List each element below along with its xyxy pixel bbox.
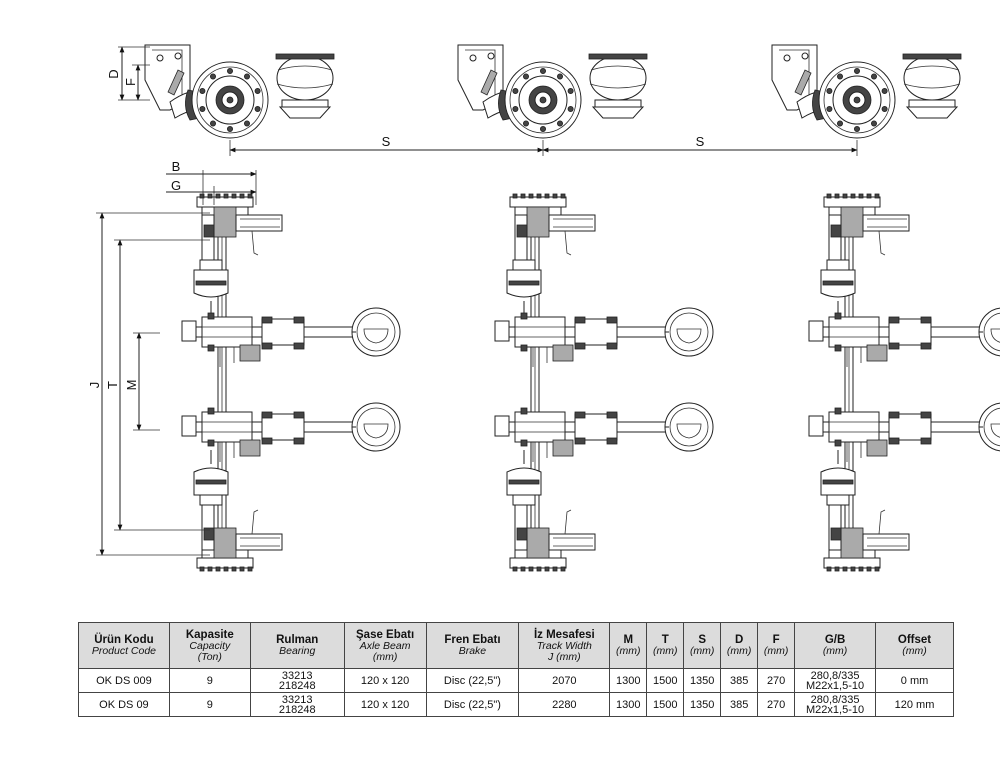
cell-d: 385 [720,692,759,717]
cell-s: 1350 [683,692,722,717]
cell-product-code: OK DS 09 [78,692,170,717]
dimension-j-label: J [87,382,102,389]
cell-m: 1300 [609,668,648,693]
dimension-j-t-m: J T M [87,212,210,556]
dimension-m-label: M [124,380,139,391]
cell-f: 270 [757,692,796,717]
header-f: F(mm) [757,622,796,669]
dimension-f-label: F [123,78,138,86]
axle-technical-drawing: D F S S B G J T M [87,44,1000,600]
cell-product-code: OK DS 009 [78,668,170,693]
dimension-b-g: B G [166,159,257,205]
cell-capacity: 9 [168,668,251,693]
header-t: T(mm) [646,622,685,669]
cell-brake: Disc (22,5") [425,692,520,717]
header-offset: Offset(mm) [875,622,954,669]
dimension-d-label: D [106,69,121,78]
cell-offset: 0 mm [875,668,954,693]
cell-s: 1350 [683,668,722,693]
dimension-g-label: G [171,178,181,193]
cell-capacity: 9 [168,692,251,717]
cell-track-width: 2280 [518,692,611,717]
dimension-s-label-2: S [696,134,705,149]
cell-axle-beam: 120 x 120 [343,692,427,717]
cell-t: 1500 [646,692,685,717]
header-m: M(mm) [609,622,648,669]
cell-axle-beam: 120 x 120 [343,668,427,693]
header-s: S(mm) [683,622,722,669]
dimension-s: S S [229,134,858,156]
header-d: D(mm) [720,622,759,669]
cell-track-width: 2070 [518,668,611,693]
cell-f: 270 [757,668,796,693]
cell-brake: Disc (22,5") [425,668,520,693]
dimension-t-label: T [105,381,120,389]
dimension-b-label: B [172,159,181,174]
dimension-s-label-1: S [382,134,391,149]
cell-t: 1500 [646,668,685,693]
cell-m: 1300 [609,692,648,717]
cell-d: 385 [720,668,759,693]
header-g-b: G/B(mm) [794,622,877,669]
cell-offset: 120 mm [875,692,954,717]
dimension-d-f: D F [106,46,150,101]
